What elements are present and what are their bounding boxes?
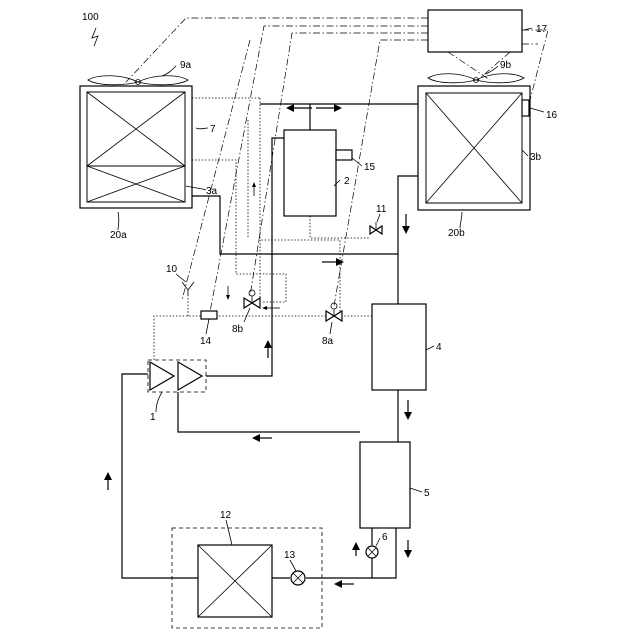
label-unit-20b: 20b <box>448 228 465 239</box>
expansion-valve-13-icon <box>291 571 305 585</box>
label-sensor-15: 15 <box>364 162 376 173</box>
sensor-16-icon <box>522 100 529 116</box>
valve-8a-icon <box>326 303 342 321</box>
fan-9a-icon <box>88 76 188 85</box>
lightning-icon <box>92 28 98 46</box>
outdoor-unit-20b <box>418 86 530 210</box>
label-valve-8b: 8b <box>232 324 244 335</box>
label-controller-17: 17 <box>536 24 548 35</box>
label-expansion-valve-13: 13 <box>284 550 296 561</box>
label-load-unit-12: 12 <box>220 510 232 521</box>
label-sensor-14: 14 <box>200 336 212 347</box>
label-hx-7: 7 <box>210 124 216 135</box>
label-compressor-1: 1 <box>150 412 156 423</box>
label-system-100: 100 <box>82 12 99 23</box>
load-heat-exchanger <box>198 545 272 617</box>
fan-9b-icon <box>428 74 524 83</box>
outdoor-unit-20a <box>80 86 192 208</box>
sensor-15-icon <box>336 150 352 160</box>
label-unit-20a: 20a <box>110 230 127 241</box>
receiver-4 <box>372 304 426 390</box>
label-heat-exchanger-5: 5 <box>424 488 430 499</box>
valve-8b-icon <box>244 290 260 308</box>
controller-box <box>428 10 522 52</box>
valve-6-icon <box>366 546 378 558</box>
label-fan-9b: 9b <box>500 60 512 71</box>
label-valve-8a: 8a <box>322 336 334 347</box>
label-valve-11: 11 <box>376 204 387 215</box>
label-receiver-4: 4 <box>436 342 442 353</box>
label-accumulator-2: 2 <box>344 176 350 187</box>
label-valve-6: 6 <box>382 532 388 543</box>
label-hx-3b: 3b <box>530 152 542 163</box>
heat-exchanger-5 <box>360 442 410 528</box>
label-sensor-16: 16 <box>546 110 558 121</box>
compressor-1 <box>148 360 206 392</box>
label-hx-3a: 3a <box>206 186 218 197</box>
accumulator-2 <box>284 130 336 216</box>
label-fan-9a: 9a <box>180 60 192 71</box>
label-valve-10: 10 <box>166 264 178 275</box>
sensor-14-icon <box>201 311 217 319</box>
valve-11-icon <box>370 222 382 234</box>
